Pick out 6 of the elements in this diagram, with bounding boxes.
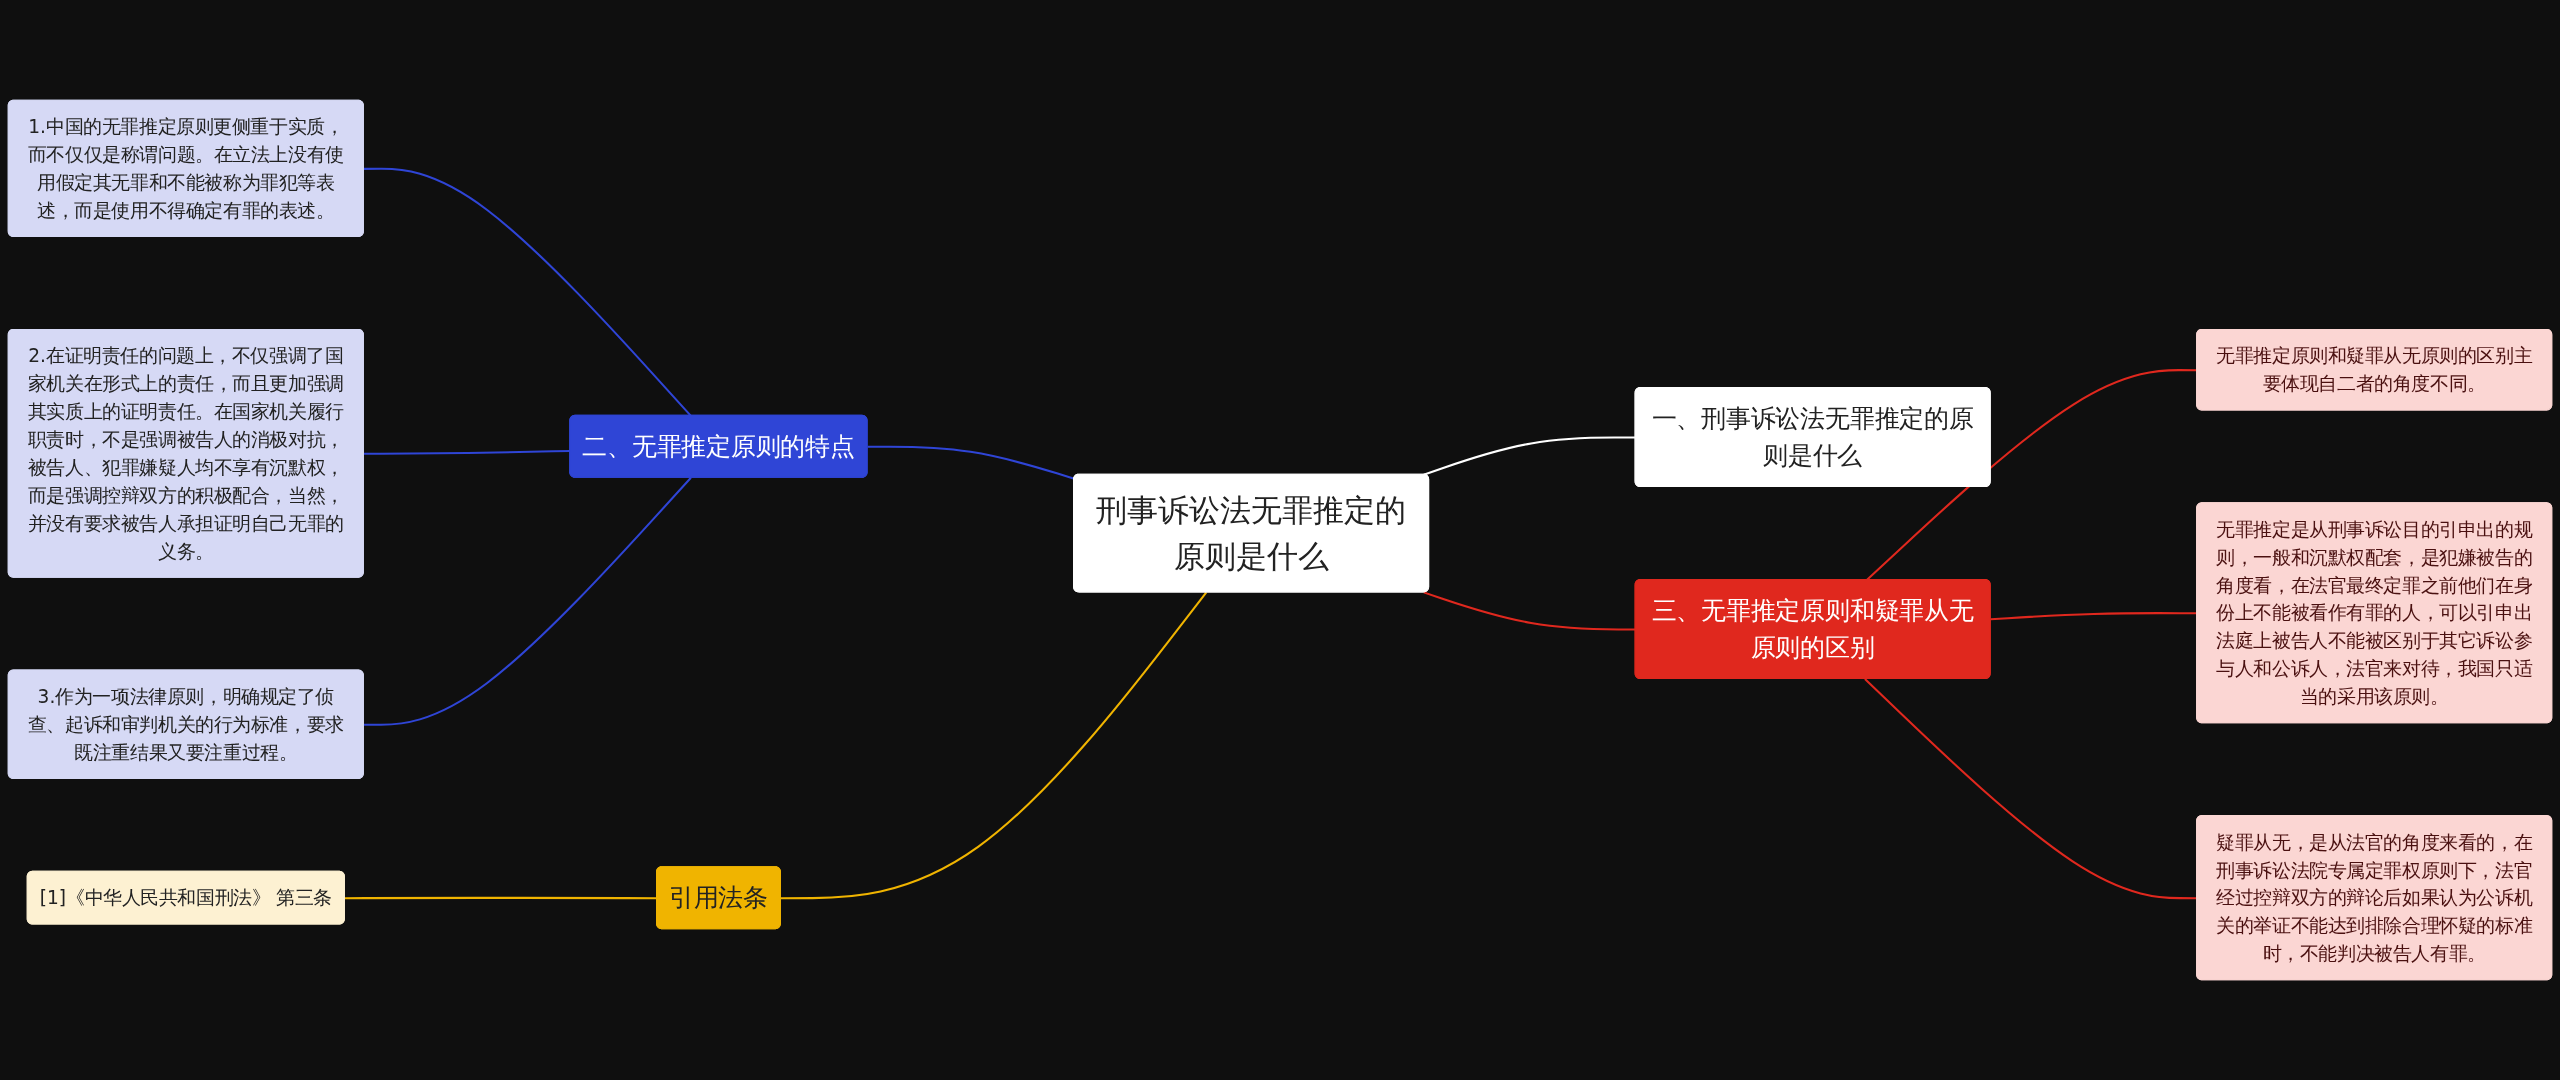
- connector: [1423, 436, 1636, 476]
- connector: [363, 167, 692, 417]
- connector: [780, 591, 1208, 900]
- connector: [1423, 591, 1636, 631]
- connector: [867, 445, 1075, 480]
- connector: [363, 477, 692, 726]
